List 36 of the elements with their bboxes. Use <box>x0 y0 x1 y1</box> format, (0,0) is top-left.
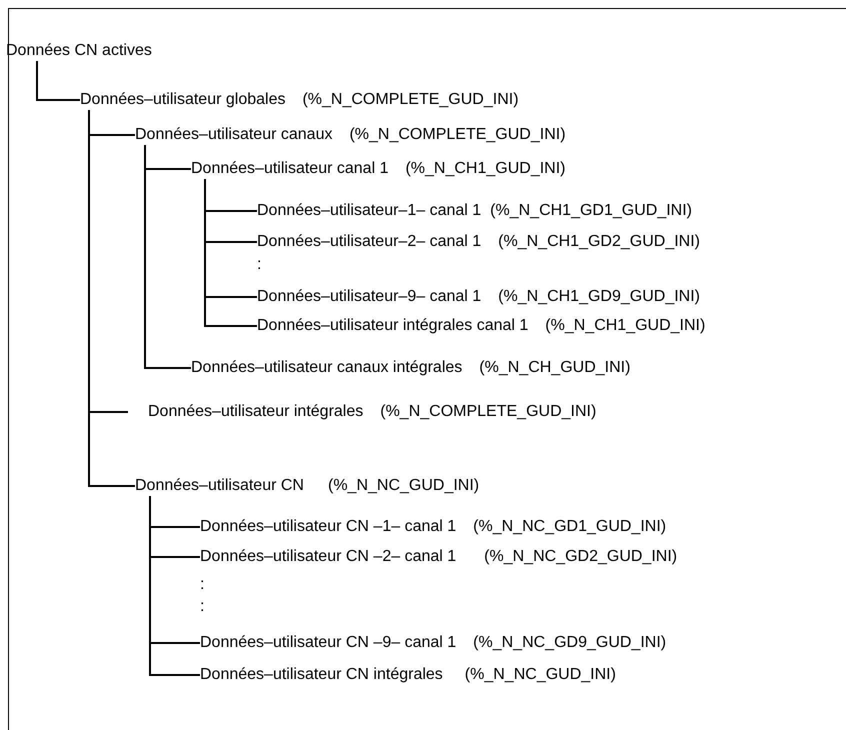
ellipsis-mark: : <box>200 597 204 617</box>
tree-item-label: Données–utilisateur CN <box>135 476 304 496</box>
tree-connector <box>36 61 80 101</box>
file-name-label: (%_N_COMPLETE_GUD_INI) <box>302 90 519 110</box>
tree-item-label: Données–utilisateur–1– canal 1 <box>257 201 482 221</box>
file-name-label: (%_N_NC_GD2_GUD_INI) <box>484 547 678 567</box>
file-name-label: (%_N_NC_GD9_GUD_INI) <box>473 633 666 653</box>
tree-connector <box>204 179 257 327</box>
file-name-label: (%_N_NC_GUD_INI) <box>328 476 480 496</box>
ellipsis-mark: : <box>200 575 204 595</box>
tree-item-label: Données–utilisateur canaux <box>135 125 332 145</box>
tree-item-label: Données–utilisateur CN intégrales <box>200 665 443 685</box>
file-name-label: (%_N_CH1_GUD_INI) <box>545 316 706 336</box>
file-name-label: (%_N_NC_GD1_GUD_INI) <box>473 517 666 537</box>
file-name-label: (%_N_NC_GUD_INI) <box>464 665 616 685</box>
tree-connector <box>149 496 200 676</box>
tree-item-label: Données–utilisateur intégrales canal 1 <box>257 316 528 336</box>
tree-item-label: Données–utilisateur–2– canal 1 <box>257 232 482 252</box>
tree-item-label: Données–utilisateur CN –9– canal 1 <box>200 633 456 653</box>
tree-item-label: Données–utilisateur canaux intégrales <box>191 358 462 378</box>
tree-item-label: Données–utilisateur–9– canal 1 <box>257 287 482 307</box>
file-name-label: (%_N_CH1_GD1_GUD_INI) <box>490 201 692 221</box>
file-name-label: (%_N_CH1_GD2_GUD_INI) <box>498 232 700 252</box>
file-name-label: (%_N_CH_GUD_INI) <box>479 358 630 378</box>
file-name-label: (%_N_CH1_GD9_GUD_INI) <box>498 287 700 307</box>
file-name-label: (%_N_COMPLETE_GUD_INI) <box>380 402 596 422</box>
tree-item-label: Données–utilisateur CN –1– canal 1 <box>200 517 456 537</box>
tree-item-label: Données–utilisateur globales <box>80 90 286 110</box>
tree-item-label: Données–utilisateur intégrales <box>148 402 364 422</box>
tree-connector <box>88 110 135 487</box>
file-name-label: (%_N_CH1_GUD_INI) <box>405 159 566 179</box>
tree-item-label: Données–utilisateur canal 1 <box>191 159 388 179</box>
ellipsis-mark: : <box>257 255 262 275</box>
file-name-label: (%_N_COMPLETE_GUD_INI) <box>349 125 566 145</box>
tree-connector <box>144 145 191 369</box>
tree-item-label: Données–utilisateur CN –2– canal 1 <box>200 547 456 567</box>
